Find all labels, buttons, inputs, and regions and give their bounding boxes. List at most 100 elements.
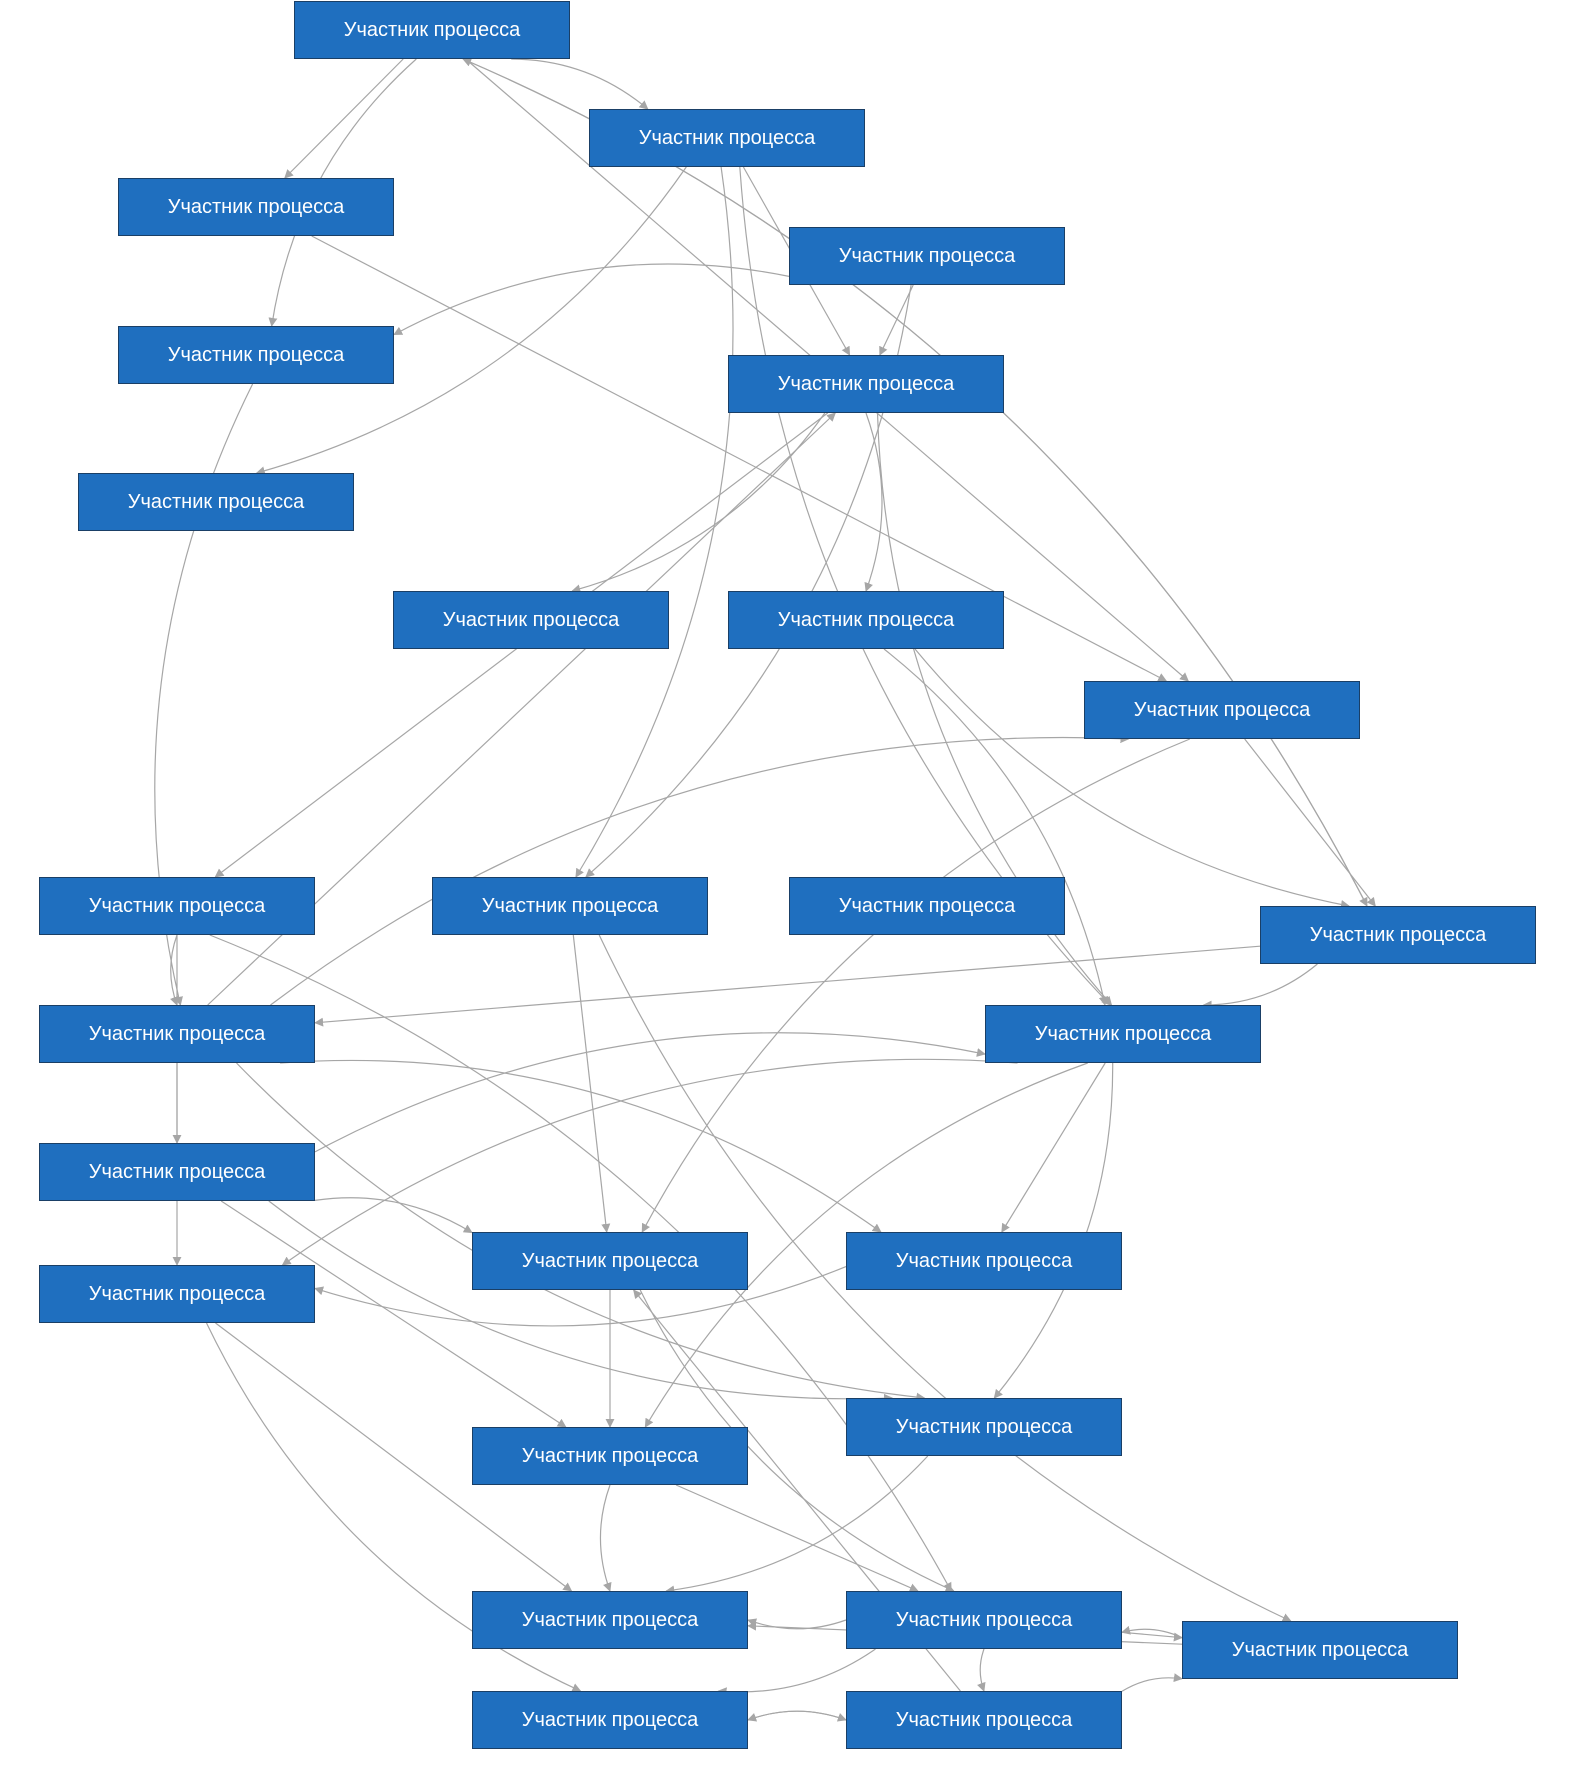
process-node-n26[interactable]: Участник процесса [472, 1691, 748, 1749]
edge-n16-to-n19 [280, 1059, 882, 1233]
edge-n25-to-n23 [1121, 1625, 1183, 1639]
edge-n15-to-n19 [1001, 1062, 1106, 1233]
process-node-n22[interactable]: Участник процесса [472, 1427, 748, 1485]
process-node-label: Участник процесса [167, 195, 345, 218]
process-node-label: Участник процесса [88, 894, 266, 917]
process-node-label: Участник процесса [88, 1160, 266, 1183]
edge-n17-to-n15 [314, 1032, 986, 1153]
edge-n6-to-n9 [864, 412, 883, 592]
process-node-n14[interactable]: Участник процесса [1260, 906, 1536, 964]
process-node-label: Участник процесса [1231, 1638, 1409, 1661]
process-node-label: Участник процесса [1034, 1022, 1212, 1045]
process-node-label: Участник процесса [638, 126, 816, 149]
edge-n15-to-n20 [281, 1058, 1018, 1266]
process-node-n11[interactable]: Участник процесса [39, 877, 315, 935]
edge-n23-to-n27 [977, 1648, 986, 1692]
edge-n22-to-n23 [675, 1484, 919, 1592]
edge-n23-to-n24 [747, 1618, 847, 1630]
process-node-n9[interactable]: Участник процесса [728, 591, 1004, 649]
edge-n10-to-n14 [1244, 738, 1376, 907]
edge-n19-to-n20 [314, 1266, 847, 1327]
edge-n21-to-n24 [665, 1455, 929, 1595]
process-node-label: Участник процесса [895, 1249, 1073, 1272]
process-node-n18[interactable]: Участник процесса [472, 1232, 748, 1290]
edge-n1-to-n3 [284, 58, 404, 179]
edge-n27-to-n25 [1121, 1673, 1183, 1692]
process-node-label: Участник процесса [521, 1708, 699, 1731]
edge-n23-to-n26 [717, 1648, 876, 1697]
process-node-n4[interactable]: Участник процесса [118, 326, 394, 384]
process-node-label: Участник процесса [167, 343, 345, 366]
process-node-label: Участник процесса [521, 1608, 699, 1631]
edge-n12-to-n18 [572, 934, 611, 1233]
process-node-label: Участник процесса [481, 894, 659, 917]
edge-n2-to-n12 [575, 166, 734, 878]
process-node-n3[interactable]: Участник процесса [118, 178, 394, 236]
edge-n9-to-n14 [914, 648, 1350, 909]
edge-n2-to-n7 [255, 166, 687, 476]
edge-n6-to-n8 [571, 412, 826, 594]
edge-n5-to-n4 [393, 263, 790, 336]
edge-n1-to-n14 [462, 58, 1368, 907]
edge-n11-to-n23 [209, 934, 952, 1592]
process-node-label: Участник процесса [521, 1249, 699, 1272]
process-node-label: Участник процесса [895, 1708, 1073, 1731]
process-node-n5[interactable]: Участник процесса [789, 227, 1065, 285]
edge-n1-to-n2 [511, 58, 649, 110]
process-node-label: Участник процесса [895, 1608, 1073, 1631]
edge-n17-to-n21 [268, 1200, 894, 1403]
edge-n15-to-n21 [993, 1062, 1114, 1399]
edge-n18-to-n23 [639, 1289, 955, 1592]
edge-n23-to-n25 [1121, 1631, 1183, 1642]
process-node-n27[interactable]: Участник процесса [846, 1691, 1122, 1749]
edge-n3-to-n10 [311, 235, 1168, 682]
process-node-n19[interactable]: Участник процесса [846, 1232, 1122, 1290]
process-node-label: Участник процесса [343, 18, 521, 41]
edge-n14-to-n15 [1202, 963, 1318, 1010]
process-node-n24[interactable]: Участник процесса [472, 1591, 748, 1649]
process-node-n21[interactable]: Участник процесса [846, 1398, 1122, 1456]
process-node-label: Участник процесса [777, 372, 955, 395]
process-node-label: Участник процесса [521, 1444, 699, 1467]
process-node-label: Участник процесса [1133, 698, 1311, 721]
process-node-label: Участник процесса [1309, 923, 1487, 946]
process-node-label: Участник процесса [442, 608, 620, 631]
process-node-label: Участник процесса [838, 894, 1016, 917]
edge-n16-to-n10 [270, 734, 1130, 1006]
process-node-n2[interactable]: Участник процесса [589, 109, 865, 167]
edge-n10-to-n18 [641, 738, 1191, 1233]
process-node-n6[interactable]: Участник процесса [728, 355, 1004, 413]
process-node-label: Участник процесса [777, 608, 955, 631]
process-node-n23[interactable]: Участник процесса [846, 1591, 1122, 1649]
process-node-label: Участник процесса [838, 244, 1016, 267]
edge-n17-to-n18 [314, 1197, 473, 1234]
process-node-label: Участник процесса [88, 1282, 266, 1305]
process-node-n1[interactable]: Участник процесса [294, 1, 570, 59]
edge-n16-to-n21 [236, 1062, 926, 1402]
edge-n15-to-n22 [644, 1062, 1088, 1428]
process-node-n7[interactable]: Участник процесса [78, 473, 354, 531]
process-node-n12[interactable]: Участник процесса [432, 877, 708, 935]
process-node-label: Участник процесса [895, 1415, 1073, 1438]
process-node-n25[interactable]: Участник процесса [1182, 1621, 1458, 1679]
process-node-n17[interactable]: Участник процесса [39, 1143, 315, 1201]
edges-layer [154, 58, 1376, 1722]
edge-n9-to-n15 [883, 648, 1108, 1006]
process-node-n8[interactable]: Участник процесса [393, 591, 669, 649]
edge-n17-to-n22 [220, 1200, 567, 1428]
process-node-n13[interactable]: Участник процесса [789, 877, 1065, 935]
edge-n26-to-n27 [747, 1710, 847, 1722]
process-node-label: Участник процесса [127, 490, 305, 513]
edge-n5-to-n6 [879, 284, 914, 356]
edge-n11-to-n16 [170, 934, 179, 1006]
process-node-n10[interactable]: Участник процесса [1084, 681, 1360, 739]
process-node-label: Участник процесса [88, 1022, 266, 1045]
edge-n12-to-n25 [598, 934, 1292, 1622]
edge-n20-to-n24 [215, 1322, 573, 1592]
process-node-n15[interactable]: Участник процесса [985, 1005, 1261, 1063]
edge-n14-to-n1 [462, 58, 1368, 907]
edge-n14-to-n16 [314, 945, 1261, 1027]
process-node-n16[interactable]: Участник процесса [39, 1005, 315, 1063]
edge-n20-to-n26 [205, 1322, 582, 1692]
process-node-n20[interactable]: Участник процесса [39, 1265, 315, 1323]
